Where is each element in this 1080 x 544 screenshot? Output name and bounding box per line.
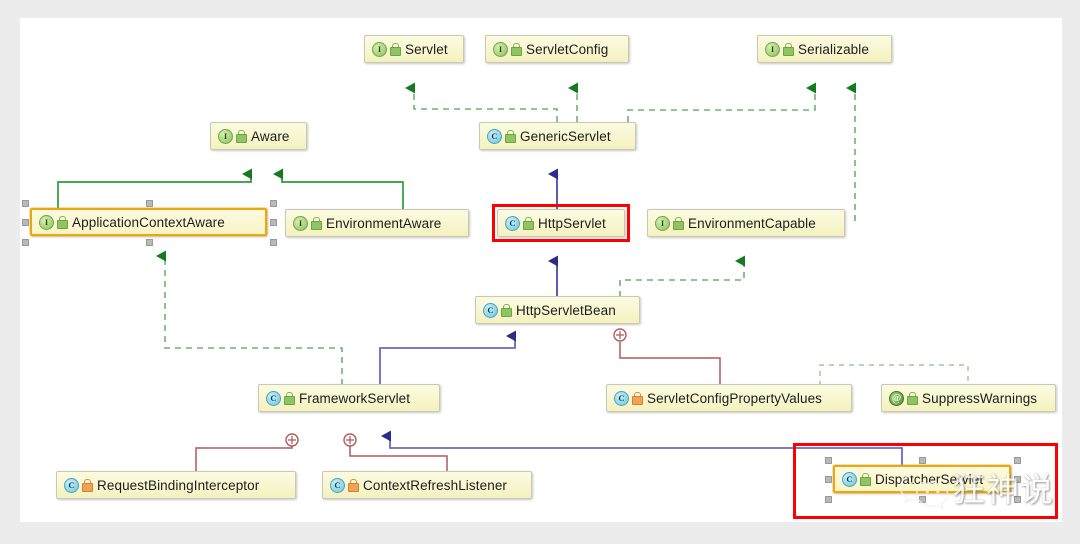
interface-icon: I <box>372 41 387 57</box>
public-lock-icon <box>311 216 322 230</box>
class-node-genericservlet[interactable]: C GenericServlet <box>479 122 636 150</box>
class-node-applicationcontextaware[interactable]: I ApplicationContextAware <box>30 208 267 236</box>
class-node-label: Servlet <box>405 41 448 57</box>
class-node-label: RequestBindingInterceptor <box>97 477 260 493</box>
httpservlet-highlight-rect <box>492 204 630 242</box>
class-icon: C <box>483 302 498 318</box>
public-lock-icon <box>783 42 794 56</box>
class-node-label: SuppressWarnings <box>922 390 1038 406</box>
interface-icon: I <box>293 215 308 231</box>
edge-environmentaware-extends-aware <box>273 168 404 219</box>
public-lock-icon <box>907 391 918 405</box>
class-node-label: GenericServlet <box>520 128 611 144</box>
class-node-label: EnvironmentCapable <box>688 215 816 231</box>
class-node-suppresswarnings[interactable]: @ SuppressWarnings <box>881 384 1056 412</box>
class-node-label: EnvironmentAware <box>326 215 442 231</box>
public-lock-icon <box>57 215 68 229</box>
class-node-servlet[interactable]: I Servlet <box>364 35 464 63</box>
class-node-label: ApplicationContextAware <box>72 214 225 230</box>
private-lock-icon <box>82 478 93 492</box>
private-lock-icon <box>632 391 643 405</box>
class-node-label: ServletConfig <box>526 41 609 57</box>
class-node-environmentaware[interactable]: I EnvironmentAware <box>285 209 469 237</box>
class-node-aware[interactable]: I Aware <box>210 122 307 150</box>
edge-applicationcontextaware-extends-aware <box>57 168 252 218</box>
public-lock-icon <box>501 303 512 317</box>
class-icon: C <box>505 215 520 231</box>
class-node-requestbindinginterceptor[interactable]: C RequestBindingInterceptor <box>56 471 296 499</box>
edge-frameworkservlet-extends-httpservletbean <box>379 330 516 396</box>
edge-contextrefreshlistener-inner-frameworkservlet <box>343 433 448 483</box>
class-icon: C <box>842 471 857 487</box>
class-node-servletconfigpropertyvalues[interactable]: C ServletConfigPropertyValues <box>606 384 852 412</box>
class-icon: C <box>266 390 281 406</box>
annotation-icon: @ <box>889 390 904 406</box>
interface-icon: I <box>493 41 508 57</box>
class-node-servletconfig[interactable]: I ServletConfig <box>485 35 629 63</box>
edge-dispatcherservlet-extends-frameworkservlet <box>381 430 903 478</box>
public-lock-icon <box>236 129 247 143</box>
class-node-label: HttpServletBean <box>516 302 616 318</box>
edge-servletconfigpropertyvalues-inner-httpservletbean <box>613 328 721 396</box>
class-node-httpservletbean[interactable]: C HttpServletBean <box>475 296 640 324</box>
private-lock-icon <box>348 478 359 492</box>
diagram-canvas[interactable]: I Servlet I ServletConfig I Serializable… <box>20 18 1062 522</box>
public-lock-icon <box>284 391 295 405</box>
class-node-frameworkservlet[interactable]: C FrameworkServlet <box>258 384 440 412</box>
edge-servletconfigpropertyvalues-annotated-suppresswarnings <box>819 364 969 396</box>
class-node-label: Serializable <box>798 41 869 57</box>
class-node-label: ContextRefreshListener <box>363 477 508 493</box>
inner-class-icon: C <box>614 390 629 406</box>
edge-requestbindinginterceptor-inner-frameworkservlet <box>195 433 299 483</box>
class-node-label: Aware <box>251 128 290 144</box>
public-lock-icon <box>523 216 534 230</box>
dispatcherservlet-highlight-rect <box>793 443 1058 519</box>
relationship-edges <box>57 82 969 483</box>
inner-class-icon: C <box>330 477 345 493</box>
public-lock-icon <box>505 129 516 143</box>
interface-icon: I <box>218 128 233 144</box>
public-lock-icon <box>390 42 401 56</box>
class-node-httpservlet[interactable]: C HttpServlet <box>497 209 625 237</box>
class-node-label: HttpServlet <box>538 215 606 231</box>
inner-class-icon: C <box>64 477 79 493</box>
public-lock-icon <box>673 216 684 230</box>
class-node-label: ServletConfigPropertyValues <box>647 390 823 406</box>
interface-icon: I <box>39 214 54 230</box>
class-node-serializable[interactable]: I Serializable <box>757 35 892 63</box>
edge-genericservlet-implements-servlet <box>405 82 558 122</box>
class-node-contextrefreshlistener[interactable]: C ContextRefreshListener <box>322 471 532 499</box>
interface-icon: I <box>765 41 780 57</box>
class-node-label: FrameworkServlet <box>299 390 411 406</box>
class-node-environmentcapable[interactable]: I EnvironmentCapable <box>647 209 845 237</box>
public-lock-icon <box>860 472 871 486</box>
edge-genericservlet-implements-serializable <box>627 82 816 122</box>
edge-httpservletbean-implements-environmentcapable <box>619 255 745 308</box>
edge-frameworkservlet-implements-applicationcontextaware <box>156 250 343 396</box>
class-icon: C <box>487 128 502 144</box>
interface-icon: I <box>655 215 670 231</box>
public-lock-icon <box>511 42 522 56</box>
